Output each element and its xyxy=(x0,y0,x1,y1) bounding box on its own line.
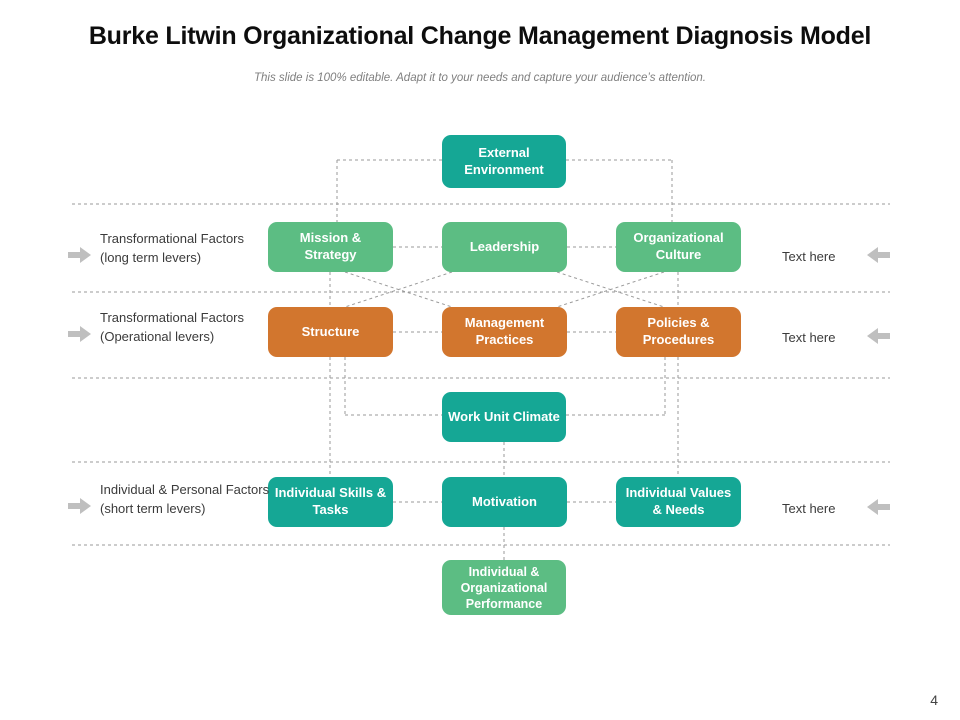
arrow-right-icon xyxy=(68,325,92,348)
arrow-right-icon xyxy=(68,246,92,269)
page-subtitle: This slide is 100% editable. Adapt it to… xyxy=(254,72,706,84)
left-label-transformational-operational: Transformational Factors (Operational le… xyxy=(100,310,245,344)
left-label-individual-personal: Individual & Personal Factors (short ter… xyxy=(100,482,270,516)
arrow-left-icon xyxy=(866,246,890,269)
page-title: Burke Litwin Organizational Change Manag… xyxy=(88,22,872,50)
node-individual-values-needs[interactable]: Individual Values & Needs xyxy=(616,477,741,527)
node-leadership[interactable]: Leadership xyxy=(442,222,567,272)
node-work-unit-climate[interactable]: Work Unit Climate xyxy=(442,392,566,442)
wire-diag-leadership-structure xyxy=(344,271,453,308)
node-mission-strategy[interactable]: Mission & Strategy xyxy=(268,222,393,272)
arrow-right-icon xyxy=(68,497,92,520)
arrow-left-icon xyxy=(866,498,890,521)
arrow-left-icon xyxy=(866,327,890,350)
page-number: 4 xyxy=(930,692,938,708)
node-structure[interactable]: Structure xyxy=(268,307,393,357)
node-external-environment[interactable]: External Environment xyxy=(442,135,566,188)
node-management-practices[interactable]: Management Practices xyxy=(442,307,567,357)
node-policies-procedures[interactable]: Policies & Procedures xyxy=(616,307,741,357)
wire-diag-culture-mgmt xyxy=(556,271,665,308)
node-organizational-culture[interactable]: Organizational Culture xyxy=(616,222,741,272)
node-individual-skills-tasks[interactable]: Individual Skills & Tasks xyxy=(268,477,393,527)
node-motivation[interactable]: Motivation xyxy=(442,477,567,527)
left-label-transformational-long-term: Transformational Factors (long term leve… xyxy=(100,231,245,265)
right-label-text-here-3: Text here xyxy=(782,501,836,516)
node-individual-organizational-performance[interactable]: Individual & Organizational Performance xyxy=(442,560,566,615)
right-label-text-here-2: Text here xyxy=(782,330,836,345)
right-label-text-here-1: Text here xyxy=(782,249,836,264)
